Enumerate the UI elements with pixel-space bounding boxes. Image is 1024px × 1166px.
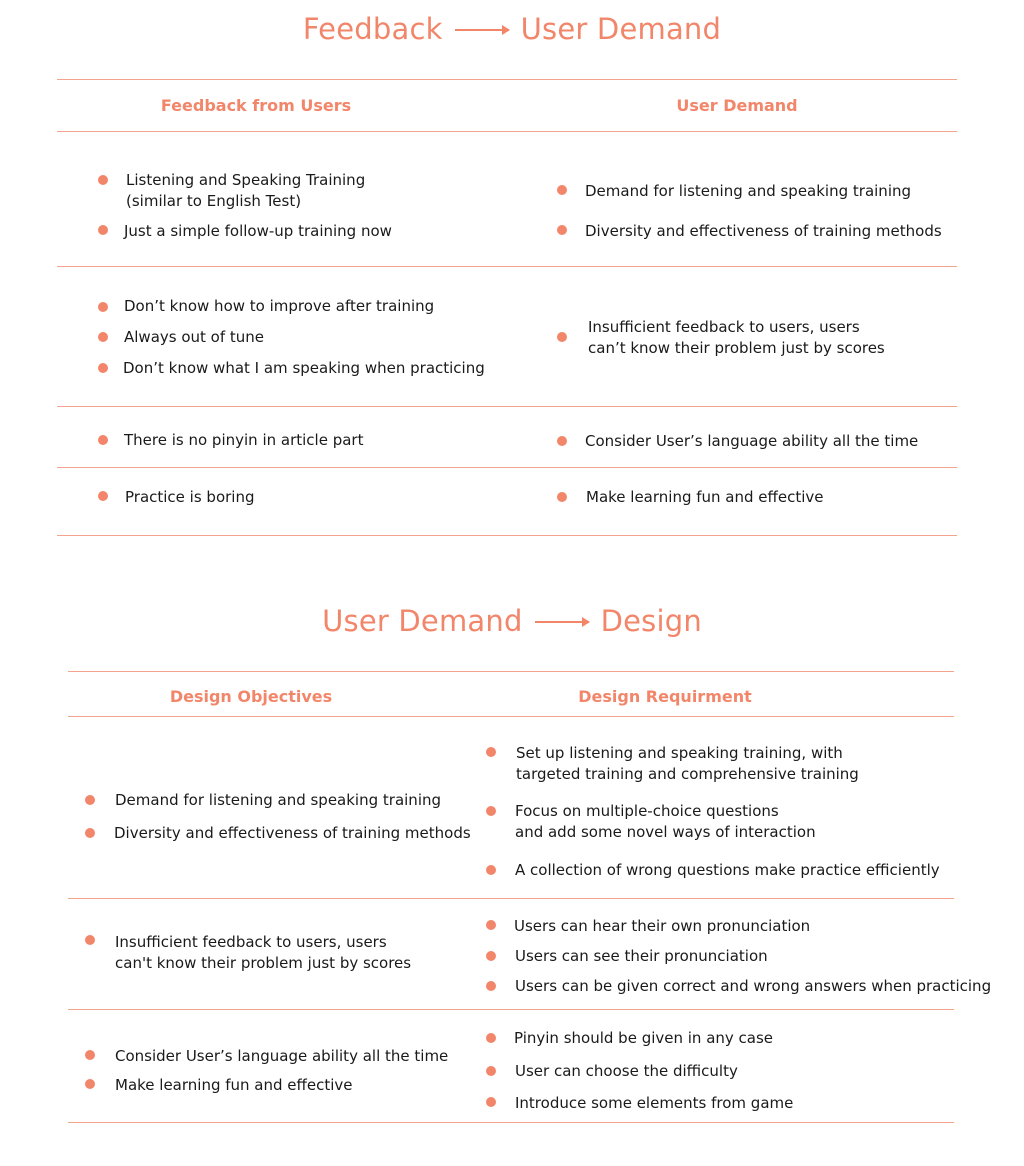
section1-row1-right-item2: Diversity and effectiveness of training … <box>585 222 942 240</box>
divider <box>57 79 957 80</box>
divider <box>68 671 954 672</box>
bullet-icon <box>98 491 108 501</box>
bullet-icon <box>486 1066 496 1076</box>
section2-col-left-header: Design Objectives <box>169 687 333 706</box>
bullet-icon <box>557 332 567 342</box>
bullet-icon <box>85 828 95 838</box>
divider <box>68 898 954 899</box>
arrow-right-icon <box>534 617 590 627</box>
section1-row4-right-item1: Make learning fun and effective <box>586 488 824 506</box>
bullet-icon <box>557 492 567 502</box>
bullet-icon <box>486 747 496 757</box>
section2-row3-right-item1: Pinyin should be given in any case <box>514 1029 774 1047</box>
bullet-icon <box>98 332 108 342</box>
section1-title-left: Feedback <box>302 12 443 46</box>
bullet-icon <box>98 302 108 312</box>
divider <box>57 266 957 267</box>
divider <box>68 1009 954 1010</box>
section2-row1-left-item2: Diversity and effectiveness of training … <box>114 824 471 842</box>
section1-col-right-header: User Demand <box>676 96 798 115</box>
section1-row1-right-item1: Demand for listening and speaking traini… <box>585 182 912 200</box>
section2-row1-right-item3: A collection of wrong questions make pra… <box>515 861 940 879</box>
bullet-icon <box>85 935 95 945</box>
section2-row3-right-item2: User can choose the difficulty <box>515 1062 738 1080</box>
bullet-icon <box>557 436 567 446</box>
bullet-icon <box>486 865 496 875</box>
bullet-icon <box>85 795 95 805</box>
section2-row2-left-item1: Insufficient feedback to users, users ca… <box>115 933 412 972</box>
section1-row2-left-item3: Don’t know what I am speaking when pract… <box>123 359 485 377</box>
section1-row4-left-item1: Practice is boring <box>125 488 255 506</box>
section2-title: User Demand Design <box>0 604 1024 638</box>
section1-title: Feedback User Demand <box>0 12 1024 46</box>
divider <box>68 1122 954 1123</box>
divider <box>68 716 954 717</box>
section2-title-right: Design <box>600 604 702 638</box>
bullet-icon <box>98 435 108 445</box>
section1-row3-left-item1: There is no pinyin in article part <box>124 431 364 449</box>
section1-row1-left-item2: Just a simple follow-up training now <box>124 222 392 240</box>
divider <box>57 131 957 132</box>
bullet-icon <box>98 363 108 373</box>
bullet-icon <box>486 1097 496 1107</box>
section2-col-right-header: Design Requirment <box>578 687 752 706</box>
section2-row2-right-item2: Users can see their pronunciation <box>515 947 768 965</box>
section2-row2-right-item3: Users can be given correct and wrong ans… <box>515 977 992 995</box>
section1-row2-right-item1: Insufficient feedback to users, users ca… <box>588 318 885 357</box>
section1-row3-right-item1: Consider User’s language ability all the… <box>585 432 919 450</box>
bullet-icon <box>98 225 108 235</box>
section2-row3-right-item3: Introduce some elements from game <box>515 1094 794 1112</box>
divider <box>57 535 957 536</box>
section2-row1-right-item1: Set up listening and speaking training, … <box>516 744 859 783</box>
bullet-icon <box>486 1033 496 1043</box>
section1-col-left-header: Feedback from Users <box>160 96 352 115</box>
section2-row3-left-item2: Make learning fun and effective <box>115 1076 353 1094</box>
section1-title-right: User Demand <box>520 12 722 46</box>
section2-row2-right-item1: Users can hear their own pronunciation <box>514 917 811 935</box>
arrow-right-icon <box>454 25 510 35</box>
section2-row3-left-item1: Consider User’s language ability all the… <box>115 1047 449 1065</box>
bullet-icon <box>557 225 567 235</box>
section2-row1-left-item1: Demand for listening and speaking traini… <box>115 791 442 809</box>
bullet-icon <box>486 920 496 930</box>
bullet-icon <box>85 1050 95 1060</box>
section1-row1-left-item1: Listening and Speaking Training (similar… <box>126 171 366 210</box>
section1-row2-left-item1: Don’t know how to improve after training <box>124 297 435 315</box>
bullet-icon <box>486 951 496 961</box>
bullet-icon <box>85 1079 95 1089</box>
divider <box>57 406 957 407</box>
section2-row1-right-item2: Focus on multiple-choice questions and a… <box>515 802 816 841</box>
bullet-icon <box>557 185 567 195</box>
bullet-icon <box>486 806 496 816</box>
section1-row2-left-item2: Always out of tune <box>124 328 265 346</box>
bullet-icon <box>486 981 496 991</box>
divider <box>57 467 957 468</box>
bullet-icon <box>98 175 108 185</box>
section2-title-left: User Demand <box>322 604 523 638</box>
